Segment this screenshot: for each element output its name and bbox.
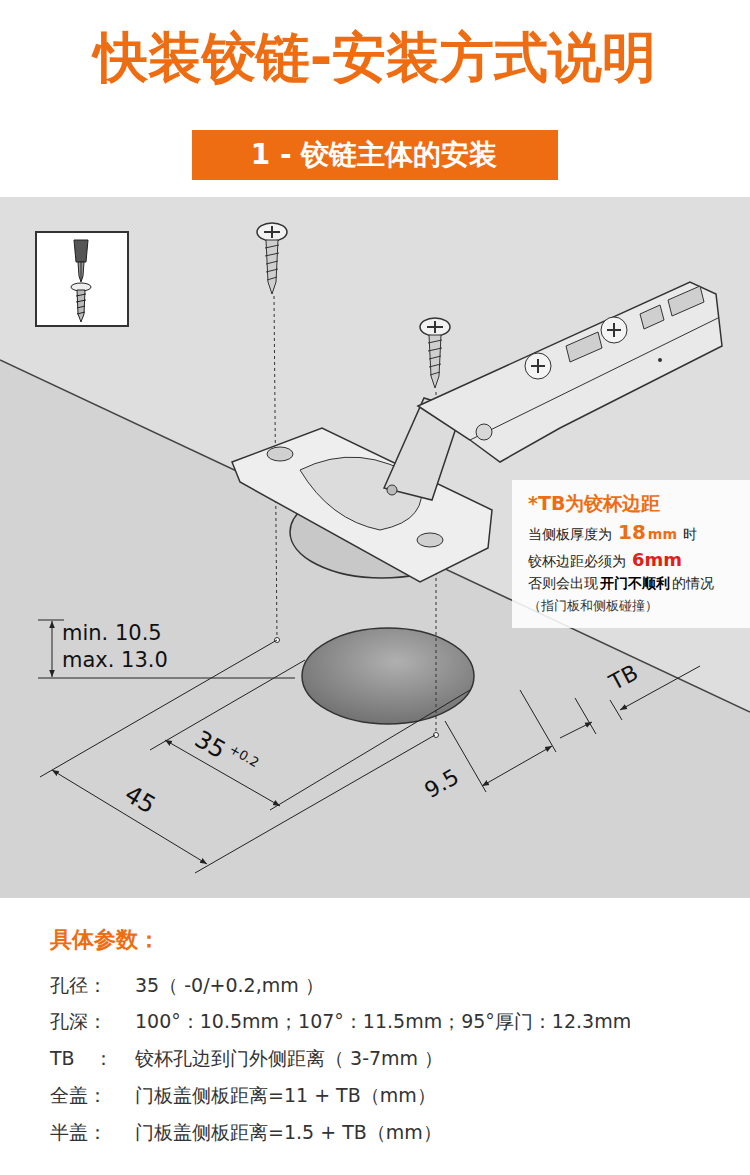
note-heading: *TB为铰杯边距 <box>528 492 660 514</box>
note-text: 时 <box>683 526 697 542</box>
note-text: 的情况 <box>672 575 714 591</box>
text-line: （指门板和侧板碰撞） <box>528 597 742 615</box>
dimension-text: max. 13.0 <box>62 648 168 673</box>
highlight-number: 18 <box>618 520 646 544</box>
param-value: 35（ -0/+0.2,mm ） <box>135 974 324 997</box>
note-box: *TB为铰杯边距当侧板厚度为 18mm 时铰杯边距必须为 6mm 否则会出现开门不顺利的… <box>512 480 750 628</box>
box-text: 1 - 铰链主体的安装 <box>251 136 498 174</box>
note-text: 否则会出现 <box>528 575 598 591</box>
text-line: 当侧板厚度为 18mm 时 <box>528 520 742 545</box>
param-value: 铰杯孔边到门外侧距离（ 3-7mm ） <box>135 1047 443 1070</box>
highlight-text: 开门不顺利 <box>600 575 670 591</box>
param-name: 孔径： <box>50 974 107 997</box>
text-line: 铰杯边距必须为 6mm <box>528 549 742 572</box>
highlight-number: 6mm <box>632 549 682 570</box>
text-line: 否则会出现开门不顺利的情况 <box>528 575 742 593</box>
dimension-text: min. 10.5 <box>62 621 162 646</box>
section-heading: 具体参数： <box>50 927 160 953</box>
page-title: 快装铰链-安装方式说明 <box>94 26 656 91</box>
param-value: 门板盖侧板距离=11 + TB（mm） <box>135 1084 436 1107</box>
note-text: 铰杯边距必须为 <box>528 553 626 569</box>
note-text: 当侧板厚度为 <box>528 526 612 542</box>
param-name: 孔深： <box>50 1010 107 1033</box>
highlight-unit: mm <box>648 526 677 542</box>
param-name: 全盖： <box>50 1084 107 1107</box>
text-line: *TB为铰杯边距 <box>528 492 742 516</box>
step-band: 1 - 铰链主体的安装 <box>192 130 558 180</box>
param-name: TB ： <box>50 1047 113 1070</box>
param-value: 门板盖侧板距离=1.5 + TB（mm） <box>135 1121 442 1144</box>
param-name: 半盖： <box>50 1121 107 1144</box>
param-value: 100°：10.5mm；107°：11.5mm；95°厚门：12.3mm <box>135 1010 631 1033</box>
note-remark: （指门板和侧板碰撞） <box>528 598 658 613</box>
